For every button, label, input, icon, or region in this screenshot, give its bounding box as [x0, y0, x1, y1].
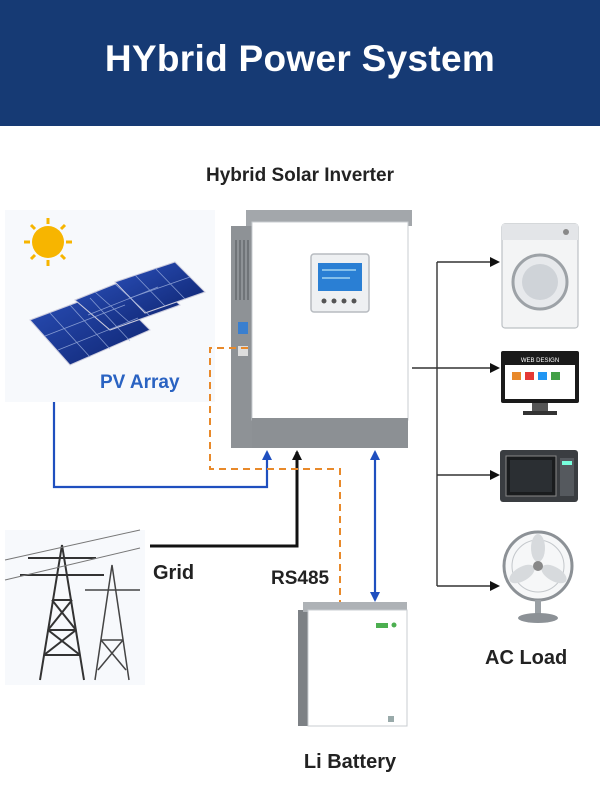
rs485-connection-line: [209, 347, 341, 602]
grid-connection-line: [150, 450, 302, 548]
battery-label: Li Battery: [303, 751, 397, 773]
monitor-screen-text: WEB DESIGN: [521, 358, 559, 364]
pv-array-image: [5, 210, 215, 402]
solar-panels: [29, 261, 206, 366]
rs485-label: RS485: [271, 568, 330, 589]
inverter-label: Hybrid Solar Inverter: [206, 165, 394, 186]
ac-load-connection-lines: [412, 257, 500, 591]
header-banner: HYbrid Power System: [0, 0, 600, 126]
grid-label: Grid: [153, 562, 195, 584]
grid-tower-image: [4, 529, 145, 685]
sun-icon: [24, 218, 72, 266]
microwave-oven-icon: [500, 450, 578, 502]
li-battery-image: [298, 602, 408, 727]
pv-array-label: PV Array: [100, 372, 180, 393]
computer-monitor-icon: WEB DESIGN: [501, 351, 579, 415]
hybrid-inverter-image: [231, 210, 412, 448]
page-title: HYbrid Power System: [104, 38, 496, 79]
washing-machine-icon: [501, 223, 579, 329]
ac-load-label: AC Load: [485, 647, 568, 669]
electric-fan-icon: [502, 530, 574, 623]
